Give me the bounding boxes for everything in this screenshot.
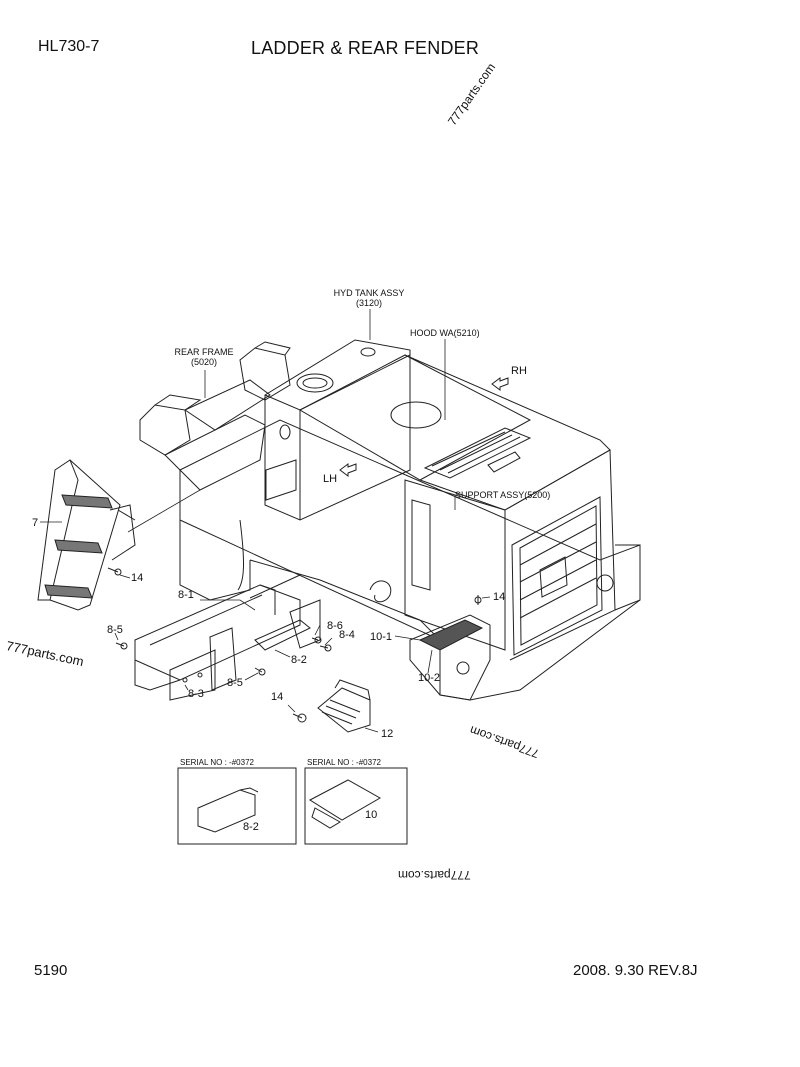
revision-date: 2008. 9.30 REV.8J	[573, 962, 698, 979]
inset-boxes	[177, 767, 408, 845]
part-8-5-label: 8-5	[107, 624, 123, 636]
part-12-label: 12	[381, 728, 393, 740]
part-14-label: 14	[271, 691, 283, 703]
part-14-label: 14	[131, 572, 143, 584]
inset-part-10-label: 10	[365, 809, 377, 821]
support-callout: SUPPORT ASSY(5200)	[455, 490, 550, 500]
ladder-assembly	[37, 459, 136, 611]
hyd-tank-callout: HYD TANK ASSY	[334, 288, 405, 298]
part-14-label: 14	[493, 591, 505, 603]
model-code: HL730-7	[38, 38, 100, 55]
part-8-1-label: 8-1	[178, 589, 194, 601]
inset-serial-title: SERIAL NO : -#0372	[307, 758, 382, 767]
part-7-label: 7	[32, 517, 38, 529]
part-8-4-label: 8-4	[339, 629, 355, 641]
part-10-1-label: 10-1	[370, 631, 392, 643]
step-12	[317, 679, 371, 733]
inset-serial-title: SERIAL NO : -#0372	[180, 758, 255, 767]
lh-label: LH	[323, 473, 337, 485]
rear-frame-callout: REAR FRAME	[174, 347, 233, 357]
page-title: LADDER & REAR FENDER	[251, 38, 480, 58]
hyd-tank-ref: (3120)	[356, 298, 382, 308]
rh-label: RH	[511, 365, 527, 377]
hood-callout: HOOD WA(5210)	[410, 328, 480, 338]
inset-part-8-2-label: 8-2	[243, 821, 259, 833]
part-8-6-label: 8-6	[327, 620, 343, 632]
part-8-5-label: 8-5	[227, 677, 243, 689]
machine-body	[139, 339, 641, 701]
bolts	[107, 567, 482, 723]
leader-lines	[40, 309, 491, 733]
part-8-3-label: 8-3	[188, 688, 204, 700]
page-number: 5190	[34, 962, 68, 979]
rear-frame-ref: (5020)	[191, 357, 217, 367]
direction-arrows	[339, 377, 509, 477]
rear-fender	[134, 584, 321, 701]
part-10-2-label: 10-2	[418, 672, 440, 684]
part-8-2-label: 8-2	[291, 654, 307, 666]
